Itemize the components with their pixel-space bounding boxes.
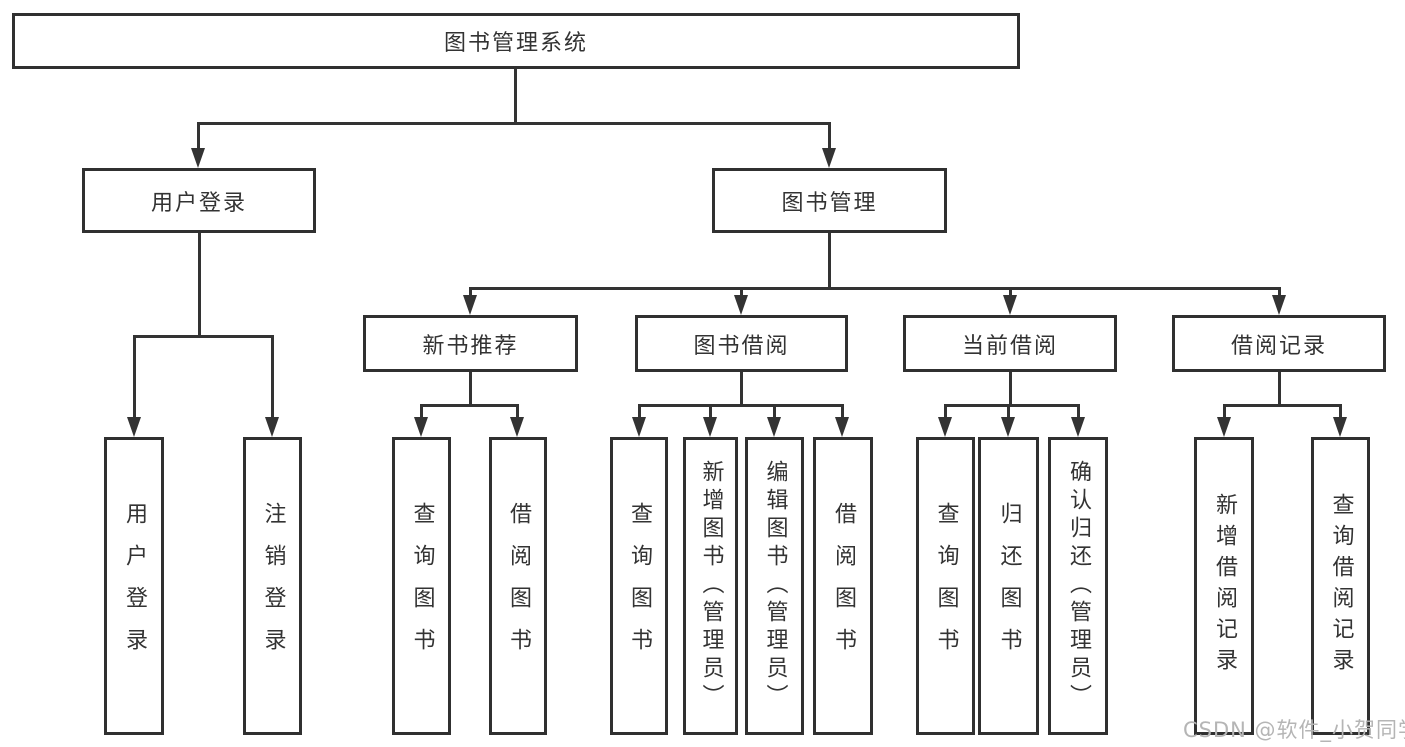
- connector-line: [1223, 404, 1226, 417]
- leaf-query-book-1-label: 查询图书: [409, 502, 435, 670]
- node-book-mgmt-label: 图书管理: [781, 190, 878, 216]
- arrowhead-down-icon: [767, 417, 781, 437]
- connector-line: [133, 335, 274, 338]
- arrowhead-down-icon: [822, 148, 836, 168]
- node-user-login: 用户登录: [82, 168, 316, 233]
- arrowhead-down-icon: [703, 417, 717, 437]
- connector-line: [740, 372, 743, 404]
- leaf-return-book: 归还图书: [978, 437, 1039, 735]
- leaf-add-record-label: 新增借阅记录: [1212, 493, 1237, 679]
- leaf-query-record: 查询借阅记录: [1311, 437, 1370, 735]
- connector-line: [828, 233, 831, 287]
- leaf-query-book-1: 查询图书: [392, 437, 451, 735]
- node-user-login-label: 用户登录: [150, 190, 247, 216]
- connector-line: [469, 372, 472, 404]
- connector-line: [514, 69, 517, 122]
- arrowhead-down-icon: [1217, 417, 1231, 437]
- arrowhead-down-icon: [835, 417, 849, 437]
- leaf-borrow-book-1: 借阅图书: [489, 437, 547, 735]
- arrowhead-down-icon: [632, 417, 646, 437]
- connector-line: [197, 122, 831, 125]
- connector-line: [1339, 404, 1342, 417]
- leaf-edit-book: 编辑图书（管理员）: [745, 437, 804, 735]
- node-current-borrow-label: 当前借阅: [961, 333, 1058, 359]
- leaf-add-book: 新增图书（管理员）: [683, 437, 738, 735]
- node-book-borrow: 图书借阅: [635, 315, 848, 372]
- connector-line: [198, 233, 201, 335]
- node-borrow-records-label: 借阅记录: [1230, 333, 1327, 359]
- connector-line: [469, 287, 472, 296]
- connector-line: [638, 404, 844, 407]
- connector-line: [828, 122, 831, 150]
- leaf-logout: 注销登录: [243, 437, 302, 735]
- node-new-book-rec-label: 新书推荐: [422, 333, 519, 359]
- watermark: CSDN @软件_小贺同学: [1183, 718, 1405, 742]
- node-root-label: 图书管理系统: [443, 31, 588, 56]
- leaf-borrow-book-2-label: 借阅图书: [831, 502, 856, 670]
- leaf-logout-label: 注销登录: [260, 502, 286, 670]
- connector-line: [638, 404, 641, 417]
- connector-line: [469, 287, 1281, 290]
- arrowhead-down-icon: [510, 417, 524, 437]
- leaf-confirm-return-label: 确认归还（管理员）: [1066, 460, 1091, 712]
- connector-line: [1009, 372, 1012, 404]
- leaf-query-book-2-label: 查询图书: [627, 502, 652, 670]
- connector-line: [709, 404, 712, 417]
- connector-line: [420, 404, 423, 417]
- connector-line: [1223, 404, 1341, 407]
- connector-line: [420, 404, 519, 407]
- connector-line: [740, 287, 743, 296]
- connector-line: [1278, 287, 1281, 296]
- connector-line: [1077, 404, 1080, 417]
- arrowhead-down-icon: [1001, 417, 1015, 437]
- leaf-add-book-label: 新增图书（管理员）: [698, 460, 724, 712]
- connector-line: [841, 404, 844, 417]
- connector-line: [197, 122, 200, 150]
- arrowhead-down-icon: [463, 295, 477, 315]
- arrowhead-down-icon: [1003, 295, 1017, 315]
- leaf-confirm-return: 确认归还（管理员）: [1048, 437, 1108, 735]
- leaf-user-login-label: 用户登录: [122, 502, 147, 670]
- arrowhead-down-icon: [1333, 417, 1347, 437]
- node-borrow-records: 借阅记录: [1172, 315, 1386, 372]
- leaf-query-book-2: 查询图书: [610, 437, 668, 735]
- arrowhead-down-icon: [938, 417, 952, 437]
- node-new-book-rec: 新书推荐: [363, 315, 578, 372]
- node-book-mgmt: 图书管理: [712, 168, 947, 233]
- node-current-borrow: 当前借阅: [903, 315, 1117, 372]
- leaf-borrow-book-1-label: 借阅图书: [506, 502, 531, 670]
- connector-line: [516, 404, 519, 417]
- arrowhead-down-icon: [265, 417, 279, 437]
- arrowhead-down-icon: [1071, 417, 1085, 437]
- leaf-borrow-book-2: 借阅图书: [813, 437, 873, 735]
- leaf-user-login: 用户登录: [104, 437, 164, 735]
- connector-line: [271, 335, 274, 417]
- node-book-borrow-label: 图书借阅: [693, 333, 790, 359]
- leaf-add-record: 新增借阅记录: [1194, 437, 1254, 735]
- leaf-query-book-3: 查询图书: [916, 437, 975, 735]
- connector-line: [944, 404, 1079, 407]
- leaf-query-record-label: 查询借阅记录: [1328, 493, 1354, 679]
- connector-line: [773, 404, 776, 417]
- arrowhead-down-icon: [191, 148, 205, 168]
- leaf-edit-book-label: 编辑图书（管理员）: [762, 460, 788, 712]
- connector-line: [133, 335, 136, 417]
- arrowhead-down-icon: [734, 295, 748, 315]
- connector-line: [1007, 404, 1010, 417]
- connector-line: [1009, 287, 1012, 296]
- leaf-return-book-label: 归还图书: [996, 502, 1022, 670]
- connector-line: [944, 404, 947, 417]
- arrowhead-down-icon: [1272, 295, 1286, 315]
- node-root: 图书管理系统: [12, 13, 1020, 69]
- arrowhead-down-icon: [414, 417, 428, 437]
- arrowhead-down-icon: [127, 417, 141, 437]
- leaf-query-book-3-label: 查询图书: [933, 502, 959, 670]
- connector-line: [1278, 372, 1281, 404]
